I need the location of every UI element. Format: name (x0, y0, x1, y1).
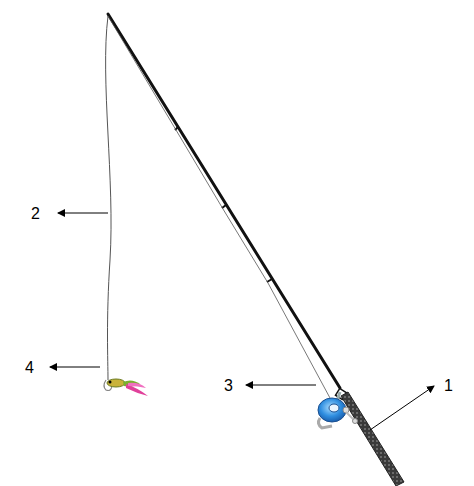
callout-number: 4 (25, 360, 34, 376)
reel (318, 392, 358, 428)
callout-number: 1 (444, 378, 453, 394)
fishing-line (106, 16, 111, 380)
lure (104, 379, 148, 396)
rod-guides (175, 127, 272, 282)
callout-number: 3 (224, 378, 233, 394)
leader-arrows (50, 213, 434, 430)
callout-number: 2 (31, 206, 40, 222)
rod-handle (341, 392, 404, 486)
fishing-line-rod (108, 16, 330, 398)
rod-blank (108, 14, 340, 388)
